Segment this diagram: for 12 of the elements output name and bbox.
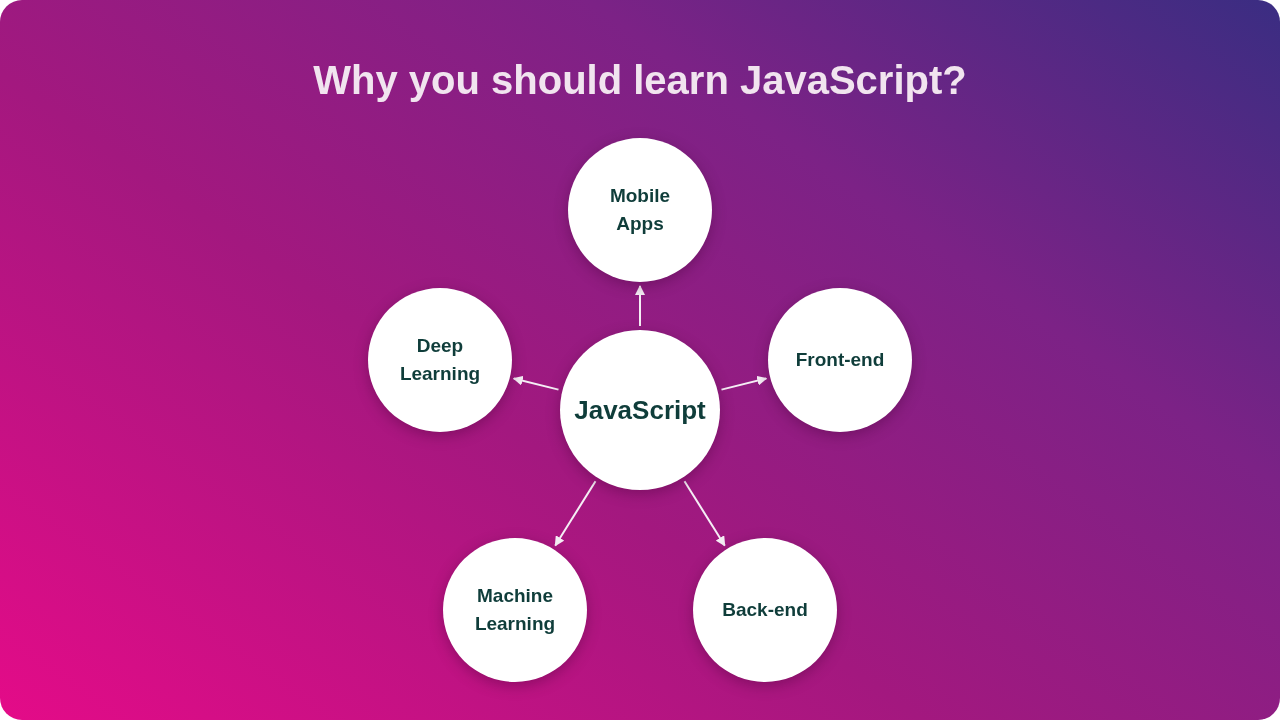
arrow — [554, 480, 597, 547]
arrow — [512, 375, 560, 391]
title: Why you should learn JavaScript? — [313, 57, 967, 104]
node-label: JavaScript — [574, 393, 706, 427]
node-label: Machine Learning — [473, 583, 557, 636]
node-label: Mobile Apps — [608, 183, 672, 236]
node-label: Deep Learning — [398, 333, 482, 386]
node-label: Front-end — [795, 347, 885, 372]
node-label: Back-end — [722, 597, 808, 622]
arrow — [683, 480, 726, 547]
arrow — [720, 375, 768, 391]
arrow — [635, 285, 645, 327]
